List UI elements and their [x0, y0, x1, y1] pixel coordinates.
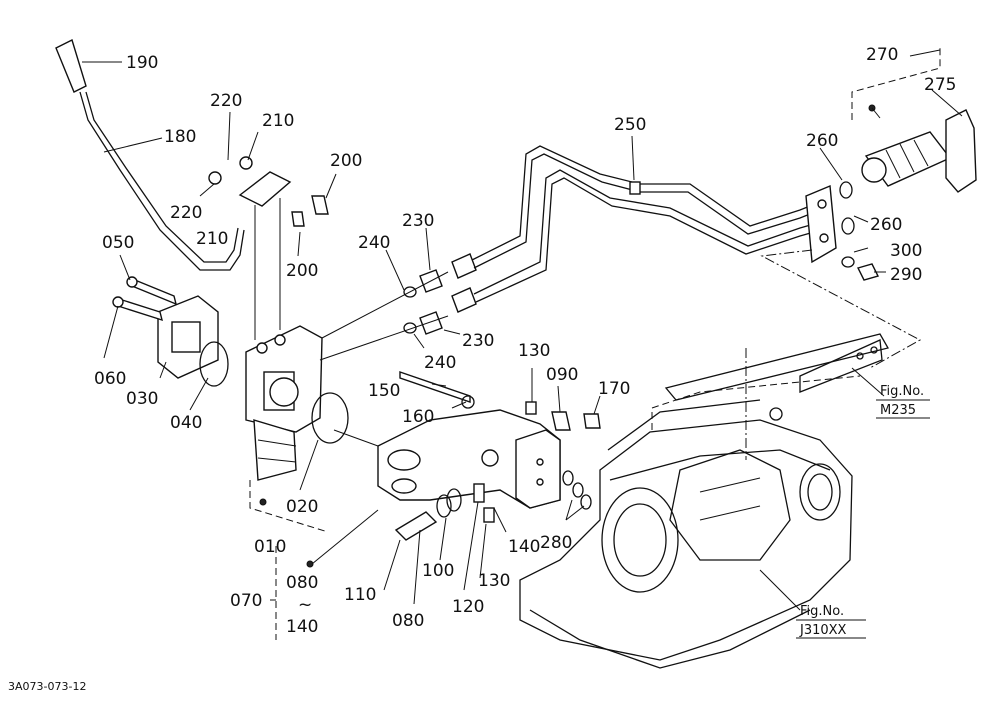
part-label[interactable]: 170: [598, 379, 630, 399]
part-label[interactable]: 210: [262, 111, 294, 131]
drawing-code: 3A073-073-12: [8, 680, 86, 693]
part-label[interactable]: 180: [164, 127, 196, 147]
part-label[interactable]: 250: [614, 115, 646, 135]
part-number-labels: 190 180 220 210 220 210 200 200 050 060 …: [94, 45, 956, 637]
part-label[interactable]: 230: [402, 211, 434, 231]
part-label[interactable]: 140: [508, 537, 540, 557]
ref-fig-number: J310XX: [799, 623, 847, 638]
manifold-block: [270, 368, 601, 640]
lever-assembly: [55, 39, 245, 271]
valve-cover: [103, 254, 349, 491]
part-label[interactable]: 210: [196, 229, 228, 249]
control-valve: [245, 325, 329, 533]
part-label[interactable]: 080: [286, 573, 318, 593]
part-label[interactable]: 260: [806, 131, 838, 151]
hydraulic-pipes: [319, 135, 831, 361]
part-label[interactable]: 290: [890, 265, 922, 285]
range-tilde: ~: [298, 595, 312, 615]
part-label[interactable]: 130: [518, 341, 550, 361]
part-label[interactable]: 040: [170, 413, 202, 433]
part-label[interactable]: 260: [870, 215, 902, 235]
part-label[interactable]: 280: [540, 533, 572, 553]
part-label[interactable]: 020: [286, 497, 318, 517]
lever-knob: [55, 39, 87, 93]
part-label[interactable]: 080: [392, 611, 424, 631]
figure-reference-m235[interactable]: Fig.No. M235: [876, 384, 930, 419]
lever-rod: [79, 91, 245, 271]
part-label[interactable]: 200: [286, 261, 318, 281]
part-label[interactable]: 050: [102, 233, 134, 253]
part-label[interactable]: 230: [462, 331, 494, 351]
transmission-case: [519, 333, 889, 669]
part-label[interactable]: 275: [924, 75, 956, 95]
part-label[interactable]: 060: [94, 369, 126, 389]
part-label[interactable]: 200: [330, 151, 362, 171]
part-label[interactable]: 300: [890, 241, 922, 261]
ref-fig-number: M235: [880, 403, 916, 418]
part-label[interactable]: 160: [402, 407, 434, 427]
part-label[interactable]: 110: [344, 585, 376, 605]
figure-reference-j310xx[interactable]: Fig.No. J310XX: [796, 604, 866, 639]
part-label[interactable]: 220: [210, 91, 242, 111]
part-label[interactable]: 270: [866, 45, 898, 65]
part-label[interactable]: 140: [286, 617, 318, 637]
quick-coupler: [760, 46, 977, 369]
part-label[interactable]: 100: [422, 561, 454, 581]
part-label[interactable]: 030: [126, 389, 158, 409]
part-label[interactable]: 070: [230, 591, 262, 611]
ref-fig-label: Fig.No.: [800, 604, 844, 619]
pivot-bracket: [199, 111, 337, 340]
part-label[interactable]: 010: [254, 537, 286, 557]
part-label[interactable]: 090: [546, 365, 578, 385]
ref-fig-label: Fig.No.: [880, 384, 924, 399]
part-label[interactable]: 220: [170, 203, 202, 223]
part-label[interactable]: 240: [424, 353, 456, 373]
part-label[interactable]: 120: [452, 597, 484, 617]
part-label[interactable]: 190: [126, 53, 158, 73]
part-label[interactable]: 150: [368, 381, 400, 401]
part-label[interactable]: 240: [358, 233, 390, 253]
part-label[interactable]: 130: [478, 571, 510, 591]
